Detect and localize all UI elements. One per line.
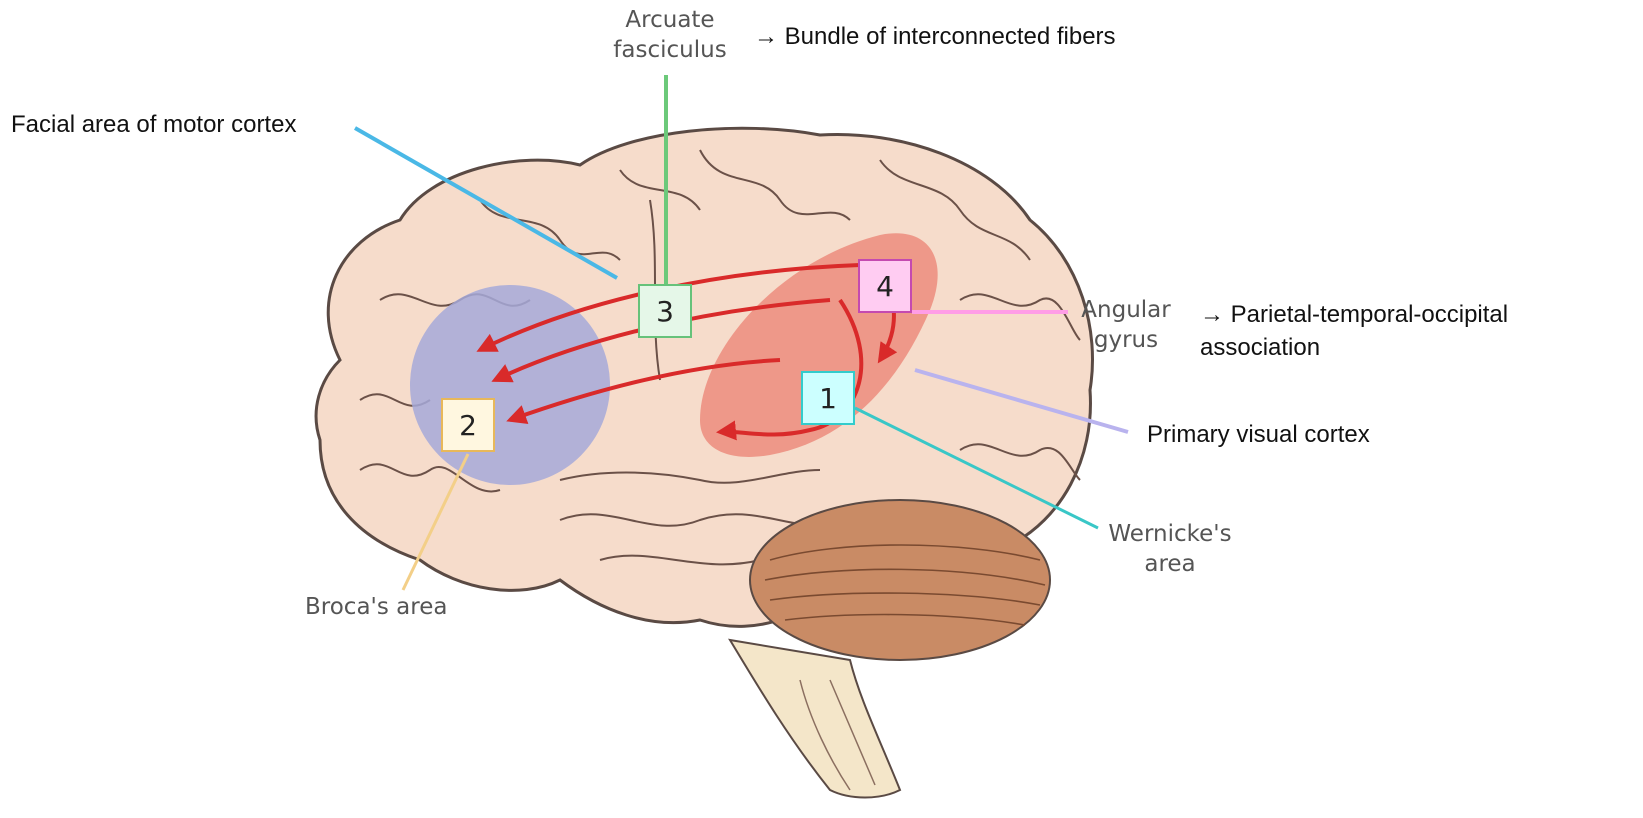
angular-note: → Parietal-temporal-occipital associatio… [1200,298,1508,364]
wernicke-label-line1: Wernicke's [1095,519,1245,549]
facial-area-label: Facial area of motor cortex [11,111,296,139]
box-broca: 2 [441,398,495,452]
box-wernicke: 1 [801,371,855,425]
wernicke-label-line2: area [1095,549,1245,579]
angular-note-line2: association [1200,331,1508,364]
angular-note-line1: → Parietal-temporal-occipital [1200,298,1508,331]
box-angular: 4 [858,259,912,313]
angular-label-line1: Angular [1068,295,1184,325]
box-number: 1 [819,382,837,415]
brain-stem [730,640,900,798]
arcuate-label-line1: Arcuate [600,5,740,35]
wernicke-label: Wernicke's area [1095,519,1245,579]
broca-region [410,285,610,485]
angular-label: Angular gyrus [1068,295,1184,355]
arcuate-label-line2: fasciculus [600,35,740,65]
box-arcuate: 3 [638,284,692,338]
box-number: 4 [876,270,894,303]
primary-visual-label: Primary visual cortex [1147,421,1370,449]
angular-label-line2: gyrus [1068,325,1184,355]
arcuate-note: → Bundle of interconnected fibers [754,23,1116,51]
cerebellum [750,500,1050,660]
arcuate-label: Arcuate fasciculus [600,5,740,65]
box-number: 3 [656,295,674,328]
box-number: 2 [459,409,477,442]
broca-label: Broca's area [305,592,447,622]
